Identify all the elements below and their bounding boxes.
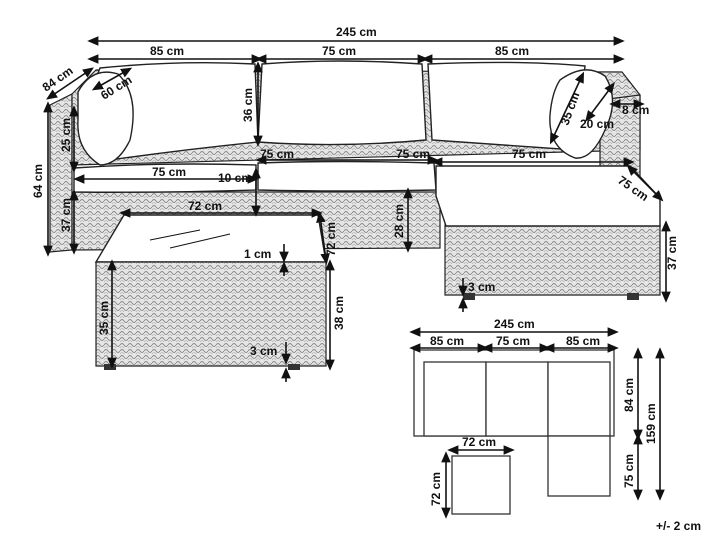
label-pillow-width: 20 cm <box>580 117 614 131</box>
label-plan-depth: 84 cm <box>622 378 636 412</box>
dim-line-ottoman-depth <box>626 164 664 202</box>
label-middle-width: 75 cm <box>322 44 356 58</box>
label-table-top-thickness: 1 cm <box>244 247 271 261</box>
dim-line-pillow-width <box>585 82 615 122</box>
plan-right-seat <box>547 361 611 437</box>
label-ottoman-width: 75 cm <box>512 147 546 161</box>
label-ottoman-height: 37 cm <box>665 236 679 270</box>
table-foot-left <box>104 364 116 370</box>
label-overall-width: 245 cm <box>336 25 377 39</box>
label-plan-table-width: 72 cm <box>462 435 496 449</box>
label-cushion-height: 36 cm <box>241 88 255 122</box>
plan-table <box>451 455 511 515</box>
label-arm-thickness: 10 cm <box>218 171 252 185</box>
glass-highlight-2 <box>169 233 231 249</box>
label-total-height: 64 cm <box>31 164 45 198</box>
table-body <box>95 261 327 367</box>
glass-highlight-1 <box>149 229 201 241</box>
dim-line-cushion-width <box>91 67 133 91</box>
dim-line-table-depth <box>316 211 330 265</box>
label-table-height: 38 cm <box>332 296 346 330</box>
label-table-body-height: 35 cm <box>97 301 111 335</box>
plan-view <box>409 327 665 519</box>
label-plan-mid: 75 cm <box>496 334 530 348</box>
label-corner-depth: 84 cm <box>40 63 76 94</box>
label-left-corner-width: 85 cm <box>150 44 184 58</box>
ottoman-foot-left <box>463 293 475 300</box>
label-backrest-height: 25 cm <box>59 118 73 152</box>
label-seat-mid-right: 75 cm <box>396 147 430 161</box>
label-pillow-depth: 8 cm <box>622 103 649 117</box>
dim-line-corner-depth <box>46 67 94 100</box>
label-plan-ottoman-depth: 75 cm <box>622 454 636 488</box>
table-foot-right <box>288 364 300 370</box>
label-ottoman-cushion: 28 cm <box>392 204 406 238</box>
label-seat-height: 37 cm <box>59 198 73 232</box>
label-plan-right: 85 cm <box>566 334 600 348</box>
label-right-corner-width: 85 cm <box>495 44 529 58</box>
plan-ottoman <box>547 435 611 497</box>
label-plan-table-depth: 72 cm <box>429 472 443 506</box>
plan-left-seat <box>423 361 487 437</box>
label-table-width: 72 cm <box>188 199 222 213</box>
dimension-lines <box>43 36 671 382</box>
label-plan-total-depth: 159 cm <box>644 403 658 444</box>
label-seat-mid-left: 75 cm <box>260 147 294 161</box>
label-tolerance: +/- 2 cm <box>656 519 701 533</box>
label-table-depth: 72 cm <box>324 222 338 256</box>
label-table-feet: 3 cm <box>250 344 277 358</box>
label-seat-left: 75 cm <box>152 165 186 179</box>
label-plan-total: 245 cm <box>494 317 535 331</box>
label-ottoman-feet: 3 cm <box>468 280 495 294</box>
dim-line-pillow-height <box>549 71 585 145</box>
seat-cushion-mid <box>257 160 437 192</box>
label-plan-left: 85 cm <box>430 334 464 348</box>
ottoman-foot-right <box>627 293 639 300</box>
back-cushion-middle <box>257 60 427 146</box>
plan-mid-seat <box>485 361 549 437</box>
